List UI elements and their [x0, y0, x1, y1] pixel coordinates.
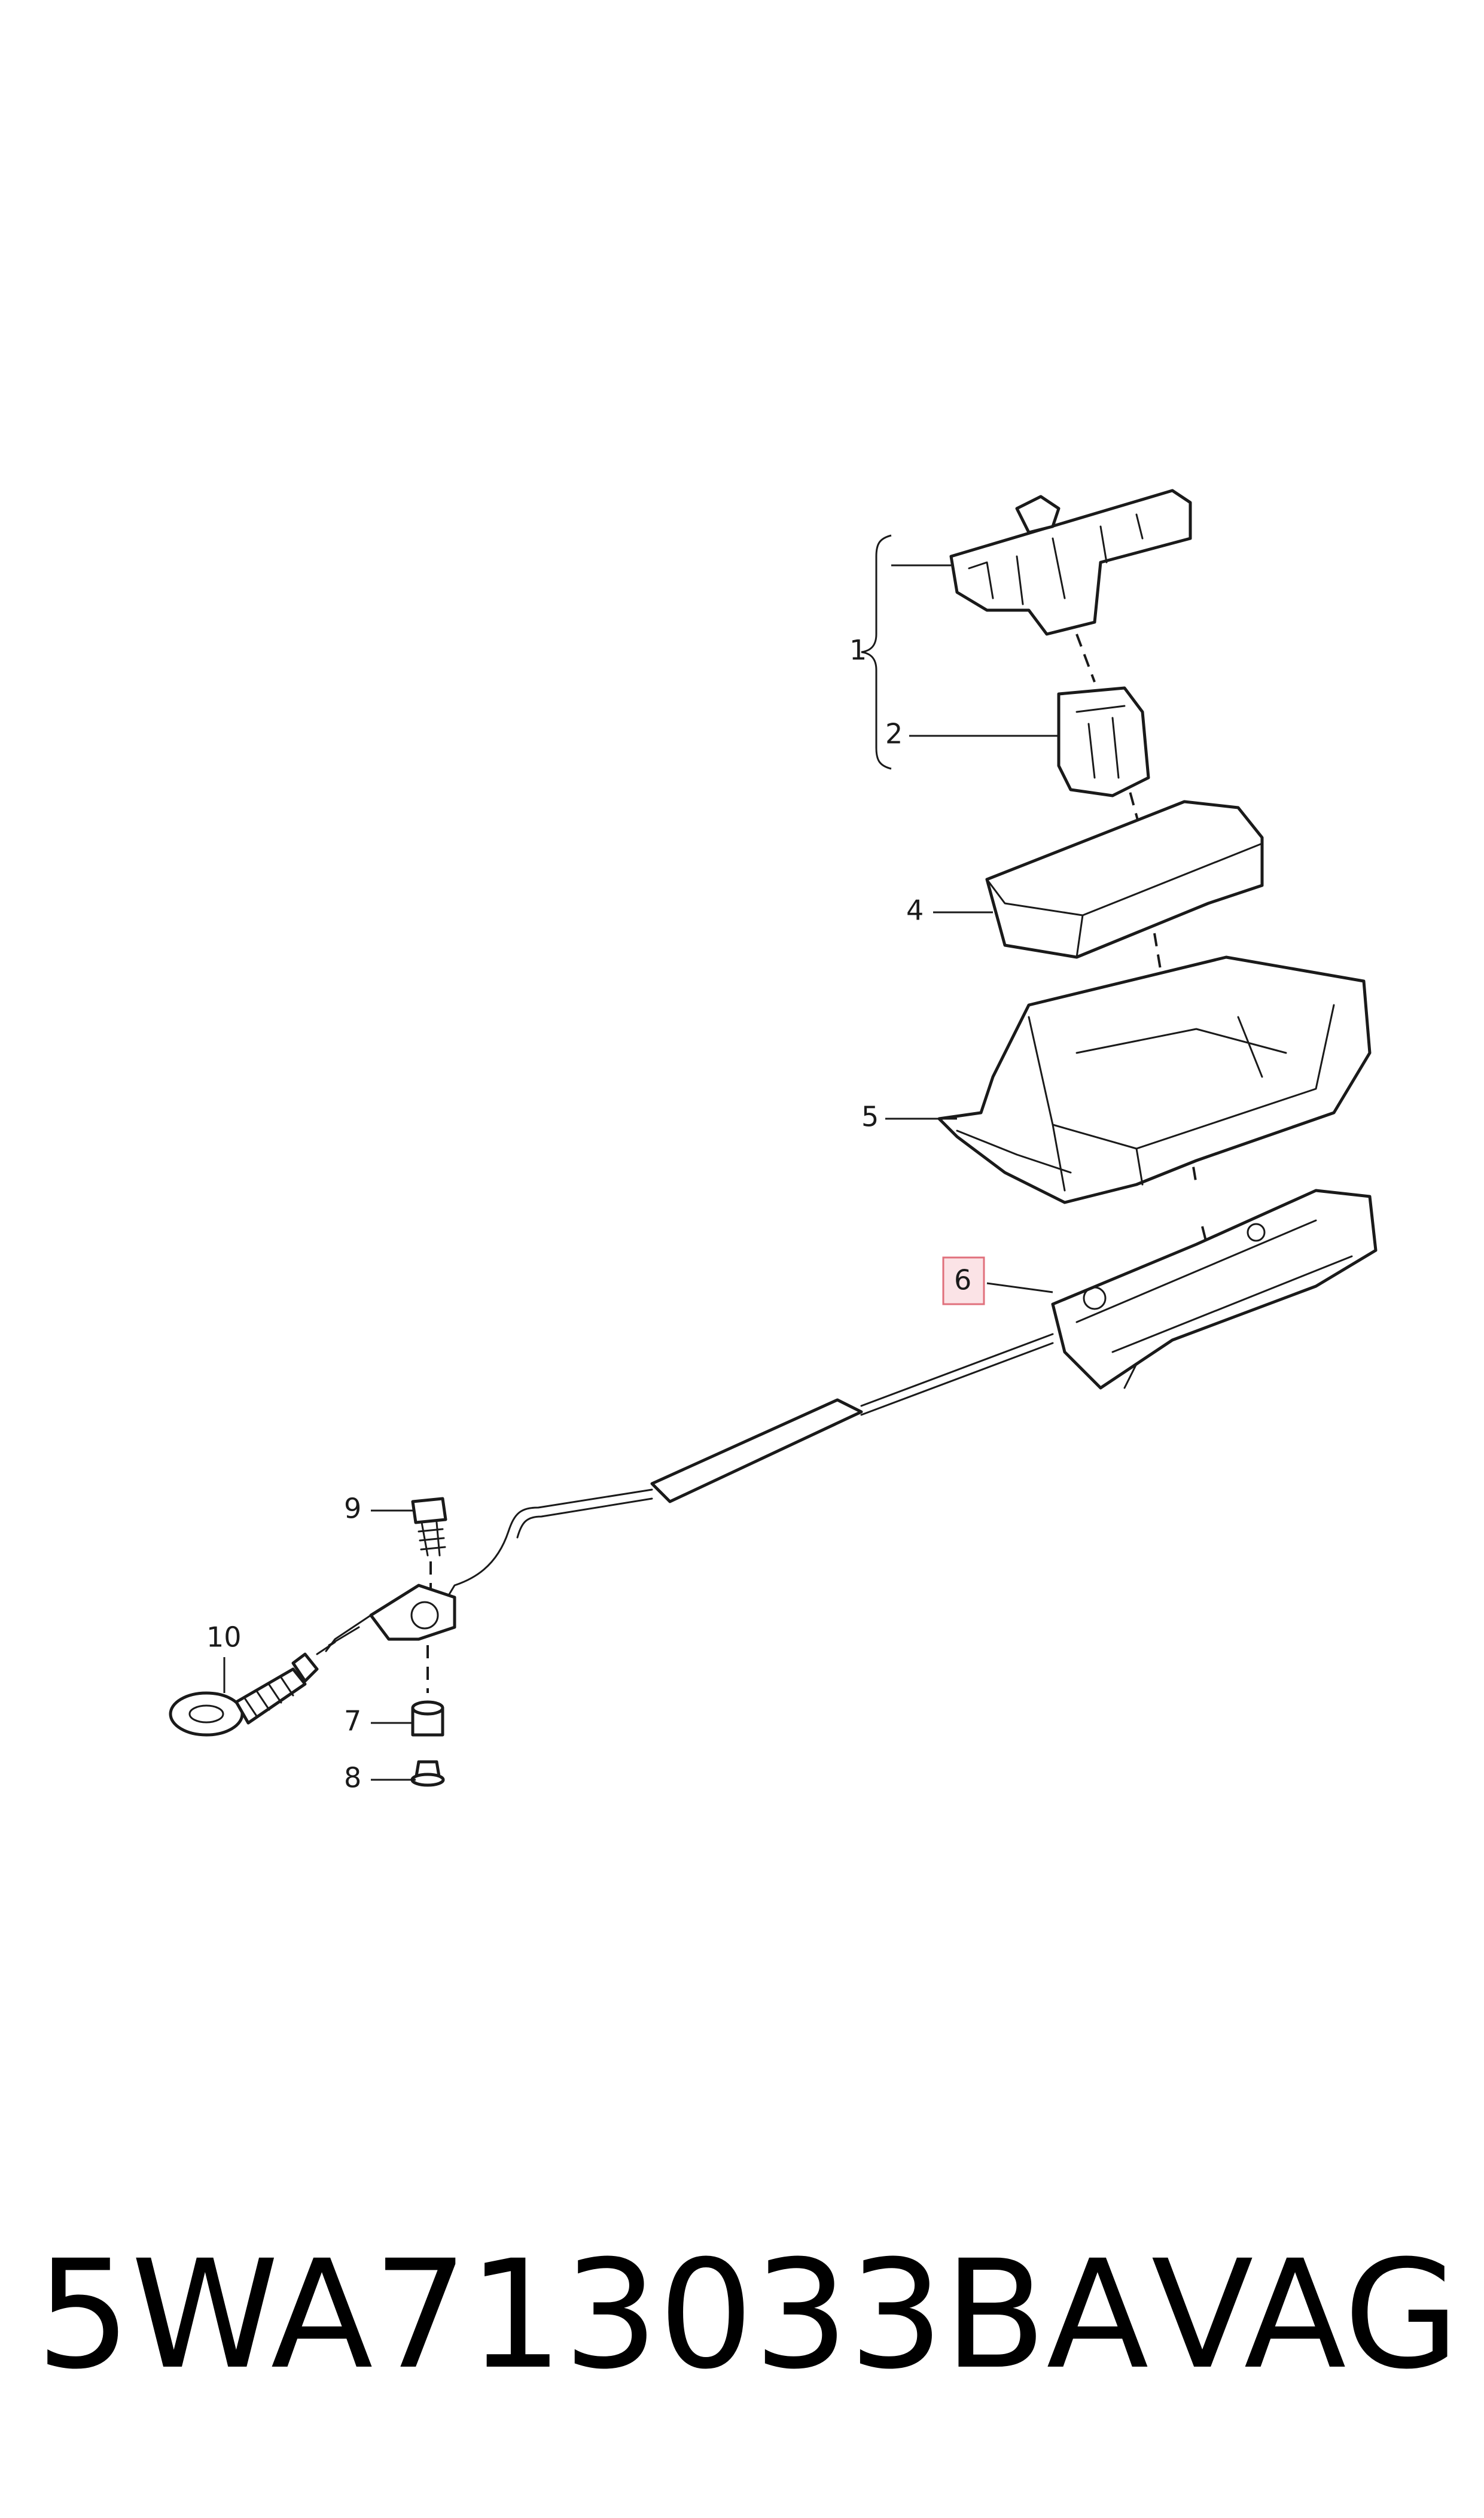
cable-end-bracket — [316, 1584, 456, 1655]
callout-6: 6 — [954, 1264, 971, 1296]
part-8-clip — [410, 1760, 445, 1787]
callout-6-highlight — [942, 1256, 985, 1305]
part-number: 5WA713033BA — [36, 2228, 1149, 2402]
leader-6 — [986, 1282, 1053, 1293]
footer: 5WA713033BA VAG — [36, 2225, 1459, 2405]
group-bracket-1-2 — [861, 534, 892, 770]
part-4-cover-block — [985, 800, 1264, 959]
part-5-base-housing — [937, 955, 1372, 1204]
callout-9: 9 — [344, 1493, 361, 1525]
callout-1: 1 — [849, 634, 867, 666]
brand-name: VAG — [1151, 2228, 1459, 2402]
callout-7: 7 — [344, 1705, 361, 1737]
callout-5: 5 — [861, 1101, 879, 1133]
callout-8: 8 — [344, 1762, 361, 1794]
part-6-mechanism-plate — [1051, 1189, 1378, 1390]
callout-10: 10 — [206, 1621, 242, 1654]
callout-4: 4 — [906, 894, 924, 927]
part-1-selector-housing — [949, 489, 1192, 636]
part-2-knob-insert — [1057, 686, 1150, 797]
callout-2: 2 — [885, 718, 903, 750]
part-7-bushing — [411, 1645, 444, 1737]
part-9-bolt — [411, 1497, 447, 1603]
assembly-axis-line — [1075, 634, 1215, 1275]
shift-cable — [435, 1333, 1054, 1616]
part-10-eyelet-rod — [169, 1652, 319, 1737]
